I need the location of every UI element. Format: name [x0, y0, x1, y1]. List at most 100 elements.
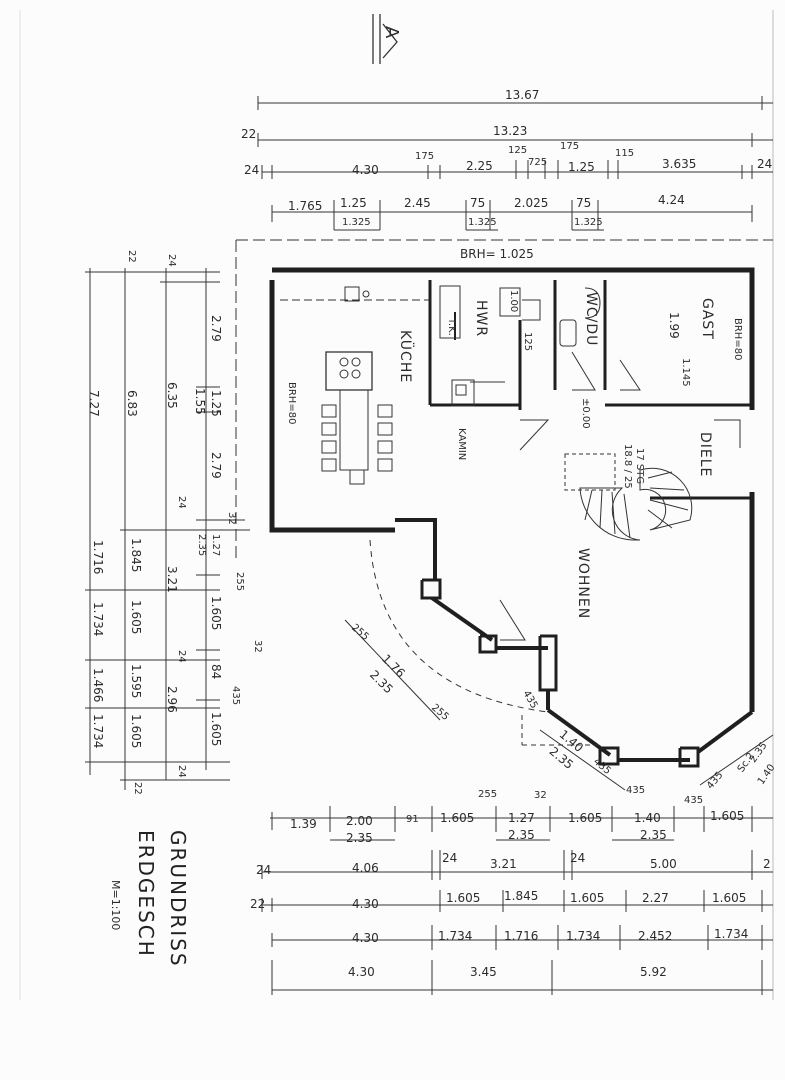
stair-rise: 18.8 / 25	[622, 444, 633, 489]
dim-label: 1.716	[91, 540, 105, 575]
gast-depth: 1.145	[680, 358, 691, 387]
dim-label: 1.605	[129, 714, 143, 749]
dim-label: 1.845	[129, 538, 143, 573]
dim-label: 22	[250, 897, 266, 911]
dim-label: 1.605	[710, 809, 745, 823]
dim-label: 255	[478, 789, 498, 800]
dim-label: 255	[234, 572, 245, 592]
plan-scale: M=1:100	[109, 880, 122, 931]
dim-label: 4.30	[352, 931, 379, 945]
dim-label: 1.27	[210, 534, 221, 557]
dim-label: 1.734	[566, 929, 601, 943]
room-tk: T.K.	[446, 318, 457, 336]
dim-label: 3.45	[470, 965, 497, 979]
dim-label: 1.40	[634, 811, 661, 825]
dim-label: 75	[470, 196, 486, 210]
dim-label: 22	[132, 782, 143, 795]
dim-label: 24	[166, 254, 177, 267]
dim-label: 1.25	[568, 160, 595, 174]
dim-label: 2.79	[209, 452, 223, 479]
dim-left-total: 6.35	[165, 382, 179, 409]
dim-label: 435	[626, 785, 646, 796]
dim-top-total: 13.67	[505, 88, 540, 102]
dim-label: 2.45	[404, 196, 431, 210]
dim-label: 2	[763, 857, 771, 871]
dim-label: 2.79	[209, 315, 223, 342]
dim-label: 5.92	[640, 965, 667, 979]
dim-label: 5.00	[650, 857, 677, 871]
room-diele: DIELE	[697, 432, 713, 478]
gast-width: 1.99	[667, 312, 681, 339]
brh-kitchen: BRH=80	[286, 382, 297, 425]
dim-label: 75	[576, 196, 592, 210]
dim-label: 24	[570, 851, 586, 865]
dim-label: 2.25	[466, 159, 493, 173]
dim-label: 1.325	[468, 217, 497, 228]
dim-label: 84	[209, 664, 223, 680]
dim-label: 1.605	[712, 891, 747, 905]
dim-label: 1.605	[446, 891, 481, 905]
dim-label: 24	[256, 863, 272, 877]
dim-label: 1.605	[209, 712, 223, 747]
dim-label: 32	[534, 790, 547, 801]
dim-label: 4.06	[352, 861, 379, 875]
dim-label: 3.21	[490, 857, 517, 871]
dim-label: 2.025	[514, 196, 549, 210]
hwr-width: 1.00	[508, 290, 519, 313]
dim-label: 1.734	[438, 929, 473, 943]
dim-label: 1.765	[288, 199, 323, 213]
dim-label: 1.734	[91, 714, 105, 749]
dim-label: 1.55	[193, 388, 207, 415]
dim-label: 175	[415, 151, 435, 162]
dim-label: 1.27	[508, 811, 535, 825]
dim-label: 1.25	[340, 196, 367, 210]
room-wohnen: WOHNEN	[575, 548, 591, 620]
dim-left-total: 6.83	[125, 390, 139, 417]
brh-top-label: BRH= 1.025	[460, 247, 534, 261]
dim-label: 4.24	[658, 193, 685, 207]
dim-label: 2.27	[642, 891, 669, 905]
brh-gast: BRH=80	[732, 318, 743, 361]
dim-label: 1.734	[714, 927, 749, 941]
dim-label: 1.605	[570, 891, 605, 905]
dim-label: 3.635	[662, 157, 697, 171]
dim-label: 24	[442, 851, 458, 865]
dim-label: 2.96	[165, 686, 179, 713]
dim-label: 1.605	[209, 596, 223, 631]
dim-label: 32	[252, 640, 263, 653]
dim-label: 115	[615, 148, 635, 159]
level-label: ±0.00	[580, 398, 591, 429]
dim-label: 2.35	[196, 534, 207, 557]
room-gast: GAST	[699, 298, 715, 340]
dim-label: 1.25	[209, 390, 223, 417]
dim-label: 1.466	[91, 668, 105, 703]
dim-label: 1.605	[568, 811, 603, 825]
dim-top-side: 22	[241, 127, 257, 141]
dim-label: 2.452	[638, 929, 673, 943]
dim-label: 1.605	[440, 811, 475, 825]
plan-subtitle: ERDGESCH	[134, 830, 158, 958]
dim-label: 32	[226, 512, 237, 525]
dim-label: 24	[176, 765, 187, 778]
dim-label: 24	[757, 157, 773, 171]
dim-label: 435	[684, 795, 704, 806]
dim-label: 125	[508, 145, 528, 156]
room-kueche: KÜCHE	[397, 330, 413, 384]
dim-label: 1.605	[129, 600, 143, 635]
dim-label: 175	[560, 141, 580, 152]
dim-label: 4.30	[352, 163, 379, 177]
dim-label: 91	[406, 814, 419, 825]
dim-label: 4.30	[348, 965, 375, 979]
plan-title: GRUNDRISS	[166, 830, 190, 968]
dim-label: 1.716	[504, 929, 539, 943]
dim-label: 24	[244, 163, 260, 177]
room-hwr: HWR	[473, 300, 489, 338]
kamin-label: KAMIN	[456, 428, 467, 461]
dim-label: 1.845	[504, 889, 539, 903]
stair-count: 17 STG	[634, 448, 645, 485]
dim-top-inner: 13.23	[493, 124, 528, 138]
dim-label: 24	[176, 496, 187, 509]
dim-label: 2.35	[346, 831, 373, 845]
